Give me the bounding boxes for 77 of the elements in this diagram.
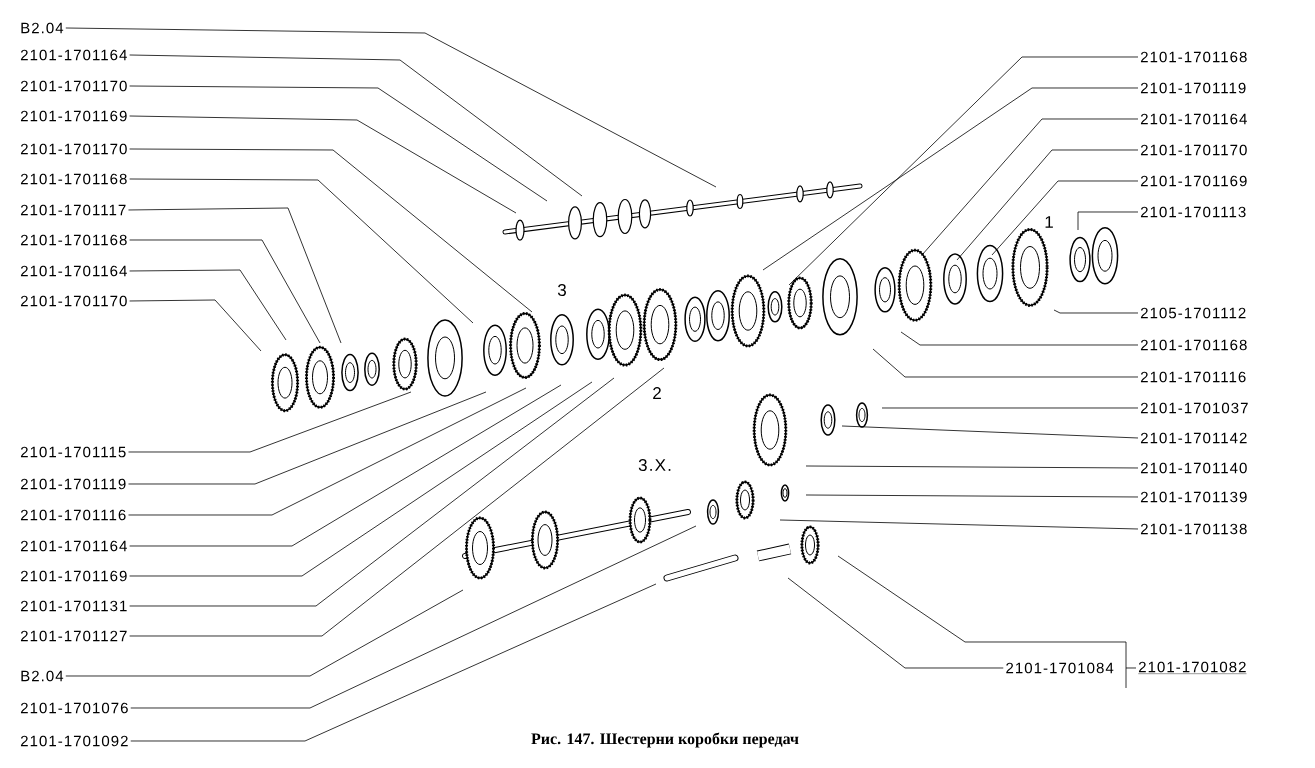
leader-line	[129, 381, 593, 577]
leader-line	[129, 54, 583, 197]
leader-line	[872, 348, 1139, 378]
leader-line	[991, 180, 1139, 256]
part-number: 2101-1701140	[1140, 462, 1247, 474]
part-number: 2101-1701092	[20, 735, 128, 747]
part-number: 2101-1701119	[20, 478, 126, 490]
part-number: 2101-1701168	[1140, 339, 1247, 351]
part-number: 2101-1701127	[20, 630, 127, 642]
leader-line	[129, 148, 533, 313]
part-number: 2101-1701169	[1140, 175, 1247, 187]
leader-line	[788, 56, 1139, 286]
callout-number: 3.X.	[638, 459, 671, 471]
part-number: 2101-1701082	[1138, 661, 1247, 674]
part-number: 2101-1701076	[20, 702, 128, 714]
leader-line	[129, 377, 615, 607]
leader-line	[129, 367, 665, 637]
callout-number: 1	[1045, 216, 1053, 228]
leader-line	[129, 178, 474, 324]
part-number: 2101-1701169	[20, 570, 127, 582]
part-number: 2101-1701116	[1140, 371, 1246, 383]
leader-line	[129, 85, 548, 202]
leader-line	[779, 519, 1139, 530]
leader-line	[841, 425, 1139, 439]
part-number: 2101-1701164	[20, 49, 127, 61]
leader-line	[805, 465, 1139, 469]
part-number: 2101-1701119	[1140, 82, 1246, 94]
part-number: 2101-1701168	[20, 173, 127, 185]
leader-line	[129, 115, 517, 214]
leader-line	[129, 384, 562, 547]
part-number: 2101-1701138	[1140, 523, 1247, 535]
part-number: B2.04	[21, 22, 64, 34]
leader-line	[128, 207, 342, 344]
leader-line	[787, 577, 1004, 669]
leader-line	[762, 87, 1139, 271]
part-number: 2101-1701164	[20, 540, 127, 552]
leader-line	[837, 555, 1137, 689]
part-number: 2105-1701112	[1140, 307, 1246, 319]
part-number: 2101-1701037	[1140, 402, 1248, 414]
leader-line	[128, 387, 527, 516]
leader-line	[128, 391, 412, 453]
callout-number: 2	[653, 387, 661, 399]
part-number: 2101-1701117	[20, 204, 126, 216]
part-number: 2101-1701142	[1140, 432, 1247, 444]
leader-line	[129, 299, 262, 352]
part-number: 2101-1701139	[1140, 491, 1247, 503]
part-number: 2101-1701170	[20, 143, 127, 155]
leader-line	[881, 407, 1139, 409]
part-number: 2101-1701168	[1140, 51, 1247, 63]
leader-line	[921, 118, 1139, 256]
leader-line	[129, 239, 321, 344]
part-number: 2101-1701164	[1140, 113, 1247, 125]
leader-line	[1053, 309, 1139, 314]
leader-line	[129, 269, 287, 341]
part-number: 2101-1701084	[1006, 662, 1114, 674]
part-number: 2101-1701113	[1140, 206, 1246, 218]
leader-line	[900, 331, 1139, 346]
leader-line	[1077, 211, 1139, 231]
part-number: 2101-1701115	[20, 446, 126, 458]
part-number: 2101-1701170	[20, 80, 127, 92]
part-number: B2.04	[21, 670, 64, 682]
part-number: 2101-1701131	[20, 600, 127, 612]
part-number: 2101-1701168	[20, 234, 127, 246]
part-number: 2101-1701170	[20, 295, 127, 307]
leader-line	[956, 149, 1139, 261]
part-number: 2101-1701116	[20, 509, 126, 521]
part-number: 2101-1701170	[1140, 144, 1247, 156]
leader-line	[65, 589, 464, 677]
leader-line	[130, 583, 657, 742]
caption: Рис. 147. Шестерни коробки передач	[531, 732, 799, 748]
leader-line	[130, 525, 697, 709]
part-number: 2101-1701169	[20, 110, 127, 122]
leader-line	[65, 27, 717, 188]
part-number: 2101-1701164	[20, 265, 127, 277]
leader-line	[805, 494, 1139, 498]
callout-number: 3	[557, 284, 566, 296]
leader-line	[128, 391, 487, 485]
